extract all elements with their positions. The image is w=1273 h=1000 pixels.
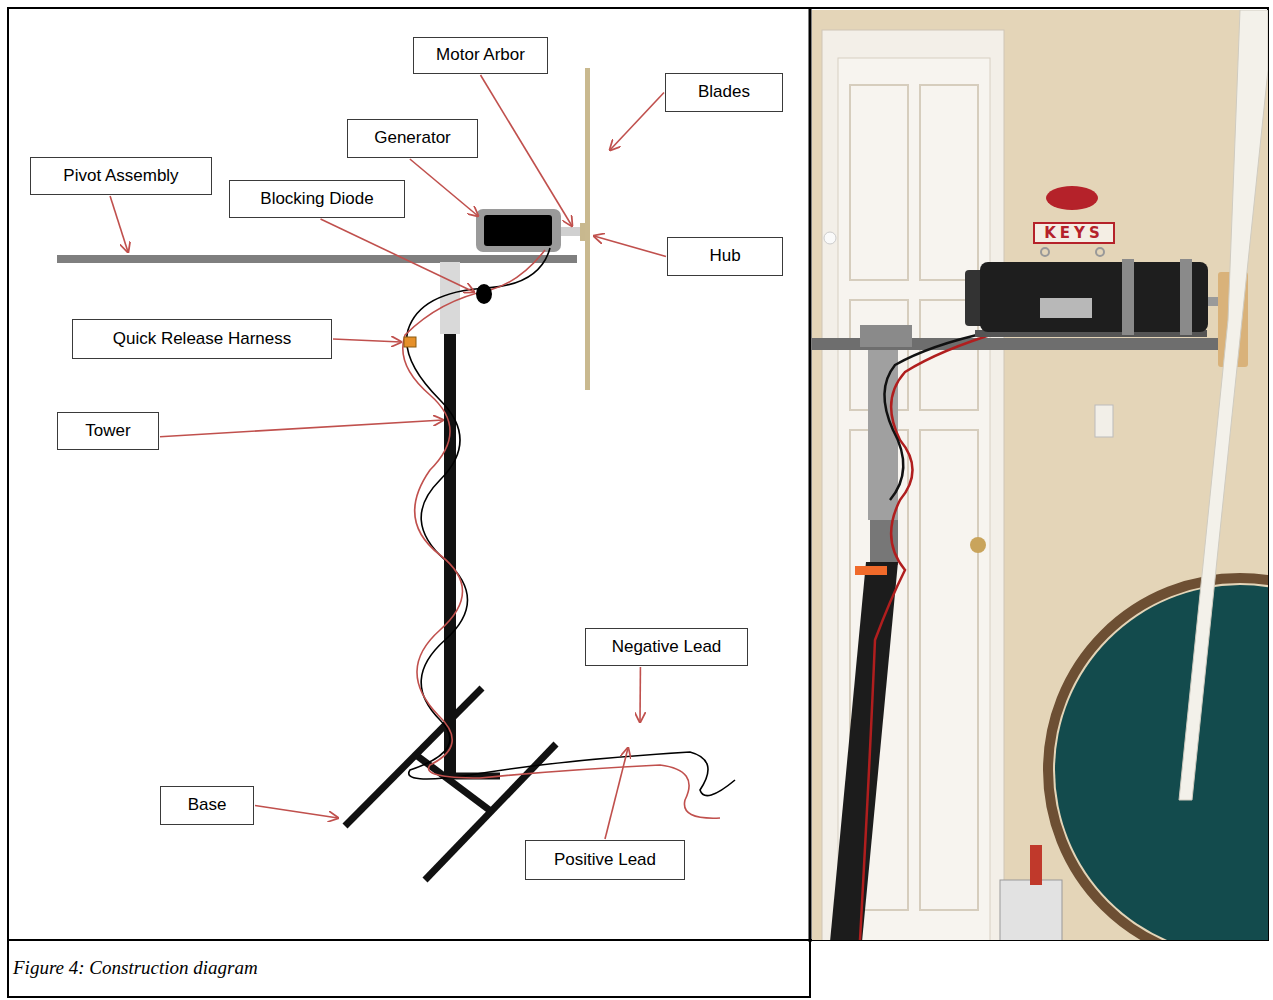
generator: [980, 262, 1208, 332]
generator-plate: [1040, 298, 1092, 318]
callout-box: Negative Lead: [585, 628, 748, 666]
callout-box: Blades: [665, 73, 783, 112]
panel-divider: [809, 8, 812, 942]
door-stop: [824, 232, 836, 244]
callout-box: Motor Arbor: [413, 37, 548, 74]
photo: [812, 10, 1268, 940]
tower-thread: [870, 520, 898, 565]
caption-frame: [8, 940, 810, 997]
callout-label: Blades: [698, 82, 750, 102]
key-hook: [1041, 248, 1049, 256]
door-frame: [822, 30, 1004, 940]
quick-release-plug: [404, 337, 416, 347]
callout-box: Pivot Assembly: [30, 157, 212, 195]
bottle: [1030, 845, 1042, 885]
door-panel: [920, 85, 978, 280]
generator-housing: [476, 209, 561, 252]
callout-label: Generator: [374, 128, 451, 148]
callout-label: Positive Lead: [554, 850, 656, 870]
figure-caption: Figure 4: Construction diagram: [13, 957, 258, 979]
tower-pole: [444, 334, 456, 776]
tower-sleeve: [440, 262, 460, 334]
boar-sign: [1046, 186, 1098, 210]
blades: [585, 68, 590, 390]
callout-label: Base: [188, 795, 227, 815]
generator-body: [484, 215, 552, 246]
callout-box: Quick Release Harness: [72, 319, 332, 359]
chair-rim: [1048, 578, 1268, 940]
callout-box: Positive Lead: [525, 840, 685, 880]
basket: [1000, 880, 1062, 940]
callout-label: Blocking Diode: [260, 189, 373, 209]
callout-box: Hub: [667, 237, 783, 276]
light-switch: [1095, 405, 1113, 437]
leader-line: [333, 339, 401, 342]
key-hook: [1096, 248, 1104, 256]
leader-line: [110, 196, 128, 252]
leader-line: [639, 667, 641, 722]
leader-line: [481, 75, 573, 226]
leader-line: [594, 236, 666, 257]
leader-line: [160, 420, 443, 437]
photo-wire: [860, 332, 1000, 940]
callout-label: Pivot Assembly: [63, 166, 178, 186]
blocking-diode: [476, 284, 492, 304]
callout-box: Tower: [57, 412, 159, 450]
leader-line: [410, 159, 478, 216]
base-rail: [345, 688, 482, 826]
generator-band: [1180, 259, 1192, 335]
key-sign: KEYS: [1033, 222, 1115, 244]
photo-wire: [884, 332, 990, 500]
tape: [855, 566, 887, 575]
leader-line: [255, 806, 338, 819]
door-panel: [920, 430, 978, 910]
leader-line: [321, 219, 474, 292]
callout-label: Hub: [709, 246, 740, 266]
callout-label: Motor Arbor: [436, 45, 525, 65]
callout-box: Blocking Diode: [229, 180, 405, 218]
callout-label: Quick Release Harness: [113, 329, 292, 349]
negative-wire: [407, 248, 735, 796]
callout-box: Base: [160, 786, 254, 825]
blade: [1179, 10, 1268, 800]
pivot-bar: [57, 255, 577, 263]
pivot-clamp: [860, 325, 912, 347]
callout-box: Generator: [347, 119, 478, 158]
sign-lettering: KEYS: [1044, 226, 1104, 241]
positive-wire: [403, 250, 720, 818]
door-panel: [850, 85, 908, 280]
generator-band: [1122, 259, 1134, 335]
callout-label: Tower: [85, 421, 130, 441]
leader-line: [610, 93, 664, 151]
door-knob: [970, 537, 986, 553]
callout-label: Negative Lead: [612, 637, 722, 657]
leader-line: [605, 748, 628, 839]
